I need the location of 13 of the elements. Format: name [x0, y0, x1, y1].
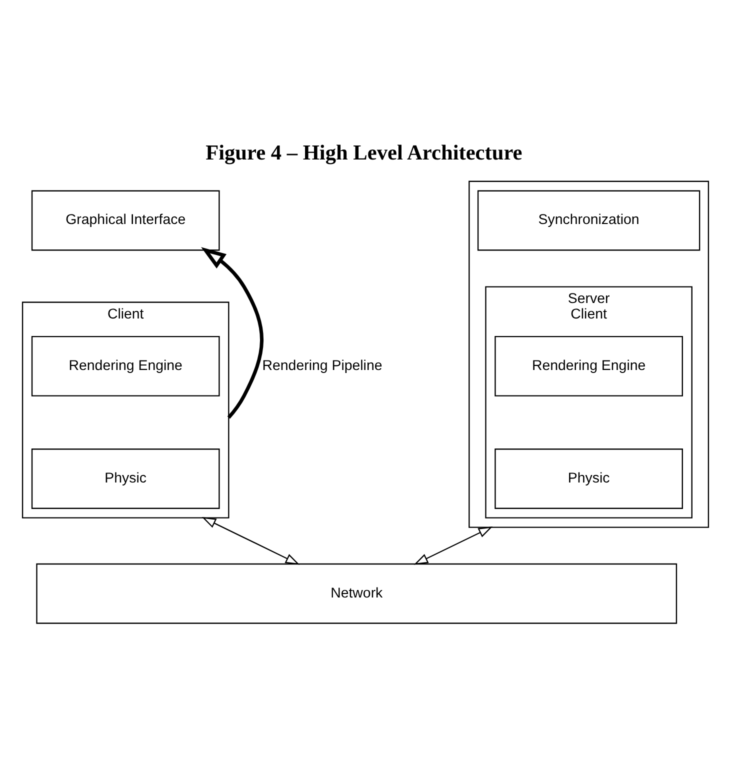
- node-box: Rendering Engine: [31, 335, 220, 396]
- arrow: [201, 246, 264, 418]
- diagram-title: Figure 4 – High Level Architecture: [206, 140, 522, 164]
- node-box: Synchronization: [477, 190, 700, 250]
- node-box: Physic: [494, 448, 683, 508]
- arrow: [202, 516, 300, 564]
- cluster: [468, 180, 710, 528]
- node-box: Physic: [31, 448, 220, 508]
- edge-label: Rendering Pipeline: [262, 357, 382, 374]
- node-box: Graphical Interface: [31, 190, 220, 250]
- node-box: Network: [36, 562, 678, 624]
- node-box: Rendering Engine: [494, 335, 683, 396]
- arrow: [414, 526, 493, 564]
